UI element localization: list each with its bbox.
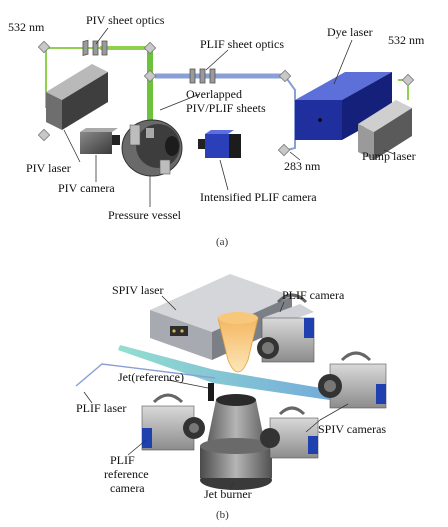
label-532nm-left: 532 nm — [8, 20, 45, 34]
label-spiv-laser: SPIV laser — [112, 283, 163, 297]
spiv-light-sheet — [118, 345, 385, 408]
label-jet-reference: Jet(reference) — [118, 370, 184, 384]
plif-laser-beam — [75, 363, 216, 387]
label-dye-laser: Dye laser — [327, 25, 373, 39]
label-piv-laser: PIV laser — [26, 161, 71, 175]
panel-b: SPIV laser PLIF camera Jet(reference) PL… — [75, 274, 387, 521]
piv-laser — [46, 64, 108, 130]
pressure-vessel — [121, 119, 183, 177]
plif-reference-camera — [141, 393, 205, 451]
caption-panel-b: (b) — [216, 509, 229, 521]
label-283nm: 283 nm — [284, 159, 321, 173]
panel-a: 532 nm PIV sheet optics PLIF sheet optic… — [8, 13, 425, 248]
spiv-camera-bottom — [260, 406, 319, 459]
label-plif-reference-camera-1: PLIF — [110, 453, 135, 467]
label-piv-camera: PIV camera — [58, 181, 115, 195]
caption-panel-a: (a) — [216, 236, 229, 248]
spiv-camera-right — [318, 351, 387, 409]
mirror-icons — [37, 40, 415, 157]
intensified-plif-camera — [198, 130, 241, 158]
jet-reference — [208, 383, 214, 401]
label-pressure-vessel: Pressure vessel — [108, 208, 182, 222]
label-plif-reference-camera-3: camera — [110, 481, 145, 495]
label-532nm-right: 532 nm — [388, 33, 425, 47]
plif-sheet-optics-lenses — [189, 68, 216, 84]
jet-burner — [200, 394, 272, 490]
label-piv-sheet-optics: PIV sheet optics — [86, 13, 165, 27]
label-spiv-cameras: SPIV cameras — [318, 422, 386, 436]
leader-lines-b — [83, 295, 349, 491]
label-plif-camera: PLIF camera — [282, 288, 345, 302]
label-pump-laser: Pump laser — [362, 149, 416, 163]
leader-lines-a — [63, 27, 395, 207]
label-plif-laser: PLIF laser — [76, 401, 126, 415]
label-overlapped-sheets-1: Overlapped — [186, 87, 242, 101]
label-jet-burner: Jet burner — [204, 487, 252, 501]
piv-sheet-optics-lenses — [82, 39, 108, 57]
label-overlapped-sheets-2: PIV/PLIF sheets — [186, 101, 266, 115]
label-plif-reference-camera-2: reference — [104, 467, 149, 481]
label-intensified-plif-camera: Intensified PLIF camera — [200, 190, 317, 204]
plif-camera-b — [257, 293, 315, 363]
piv-camera — [80, 128, 120, 154]
label-plif-sheet-optics: PLIF sheet optics — [200, 37, 284, 51]
flame — [217, 312, 259, 373]
pump-laser — [358, 86, 412, 160]
dye-laser — [295, 72, 392, 140]
